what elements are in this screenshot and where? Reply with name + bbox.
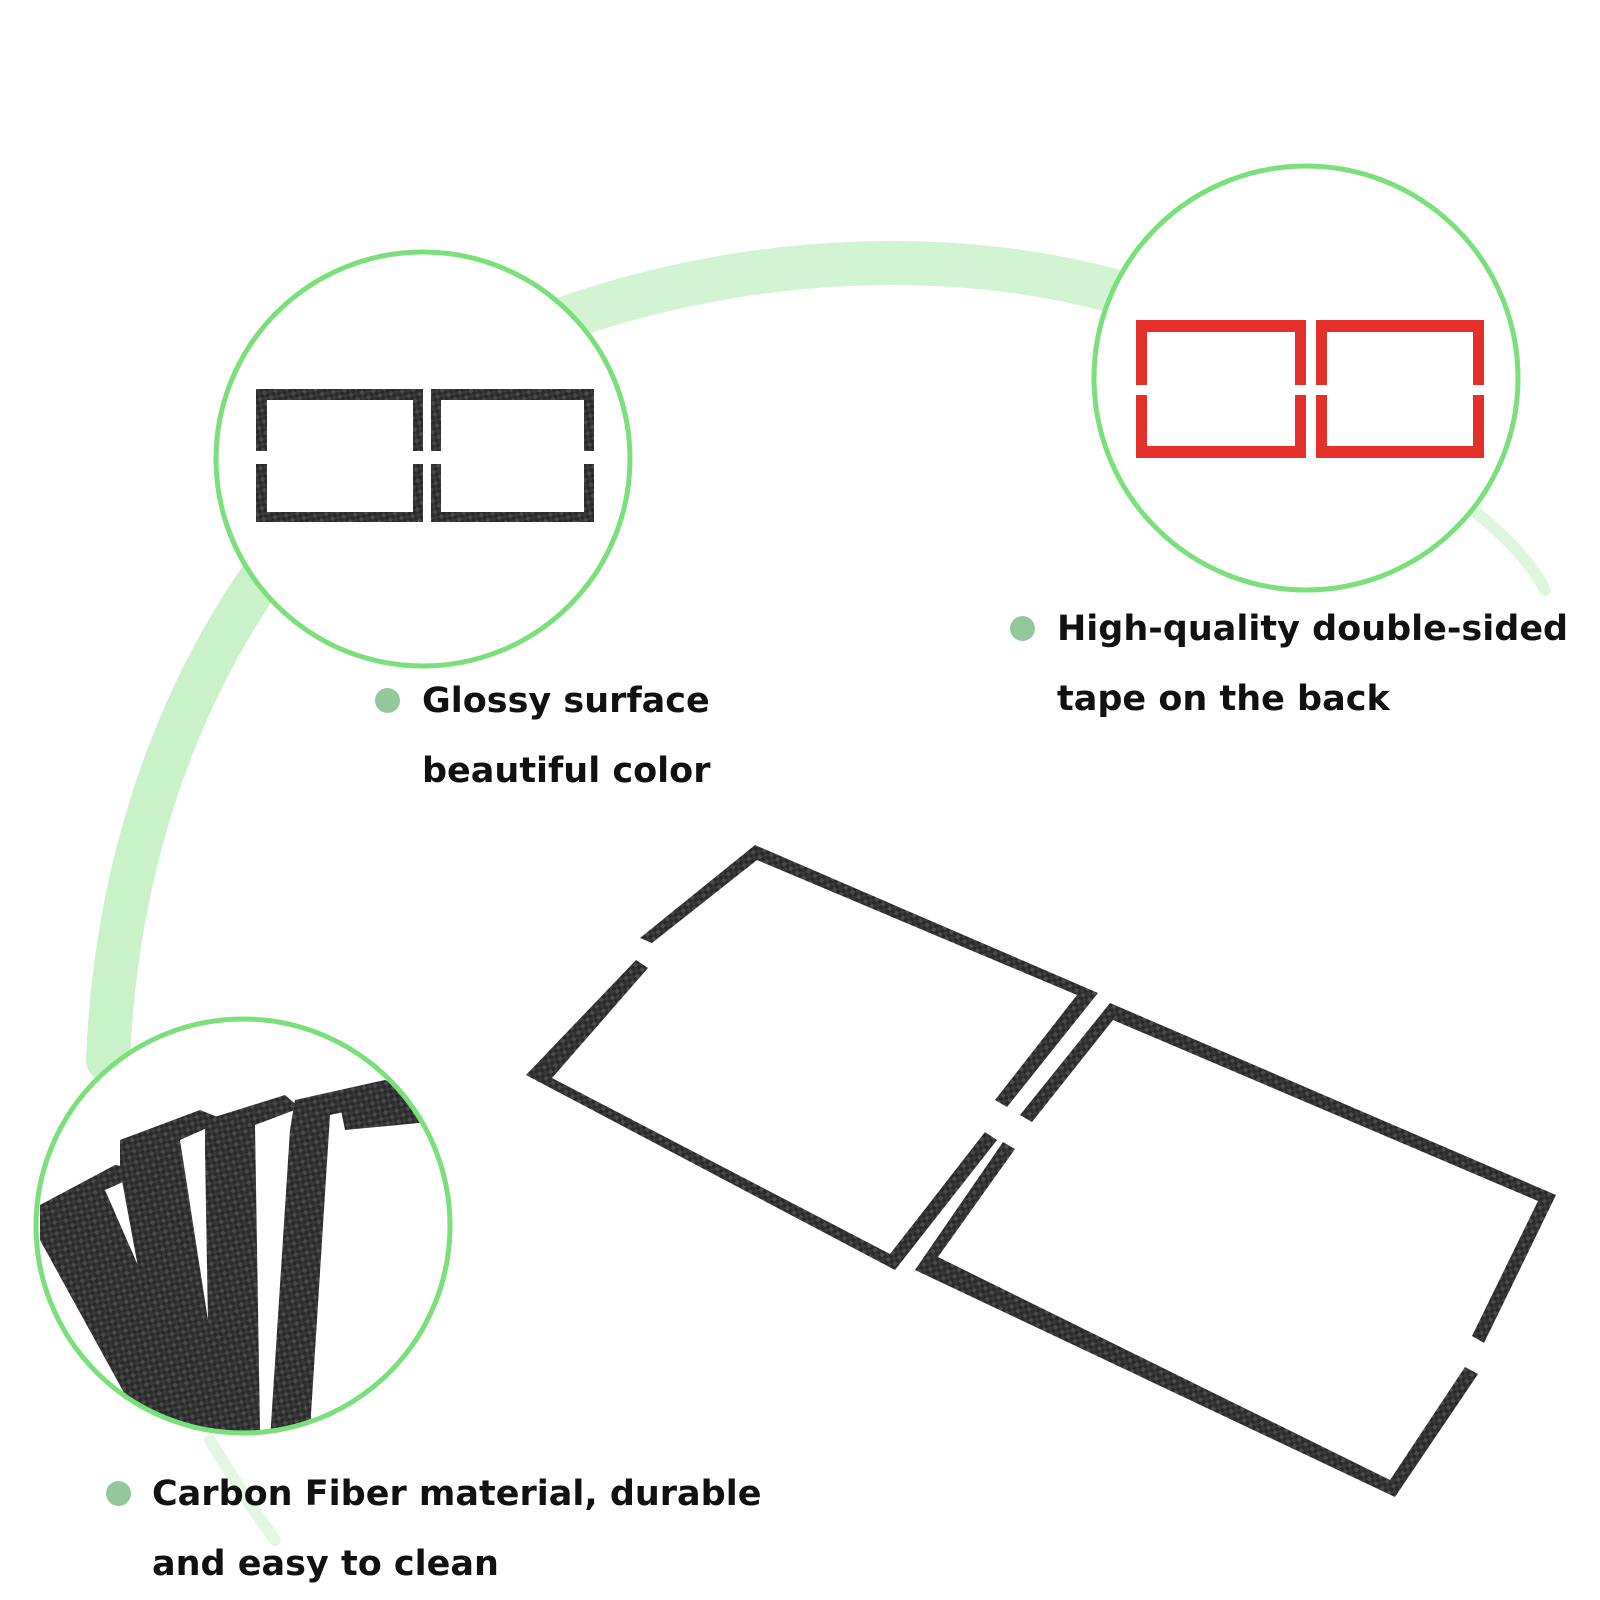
large-frame-right <box>915 1003 1556 1497</box>
feature-line: beautiful color <box>422 751 711 791</box>
feature-line: Carbon Fiber material, durable <box>152 1474 762 1514</box>
green-dot-icon <box>106 1481 131 1506</box>
large-frame-left <box>526 845 1098 1270</box>
feature-double-sided-tape: High-quality double-sided tape on the ba… <box>1010 594 1568 734</box>
tape-detail-circle <box>1091 163 1521 593</box>
feature-line: High-quality double-sided <box>1057 609 1569 649</box>
glossy-detail-circle <box>213 249 633 669</box>
red-tape-frame-pair <box>1136 320 1484 458</box>
feature-glossy-surface: Glossy surface beautiful color <box>375 666 710 806</box>
feature-carbon-fiber: Carbon Fiber material, durable and easy … <box>106 1459 761 1599</box>
carbon-frame-pair-large <box>526 845 1556 1497</box>
green-dot-icon <box>1010 616 1035 641</box>
feature-line: Glossy surface <box>422 681 710 721</box>
carbon-detail-circle <box>33 1016 453 1436</box>
feature-line: tape on the back <box>1057 679 1390 719</box>
carbon-frame-pair-small <box>256 389 594 522</box>
feature-line: and easy to clean <box>152 1544 499 1584</box>
green-dot-icon <box>375 688 400 713</box>
